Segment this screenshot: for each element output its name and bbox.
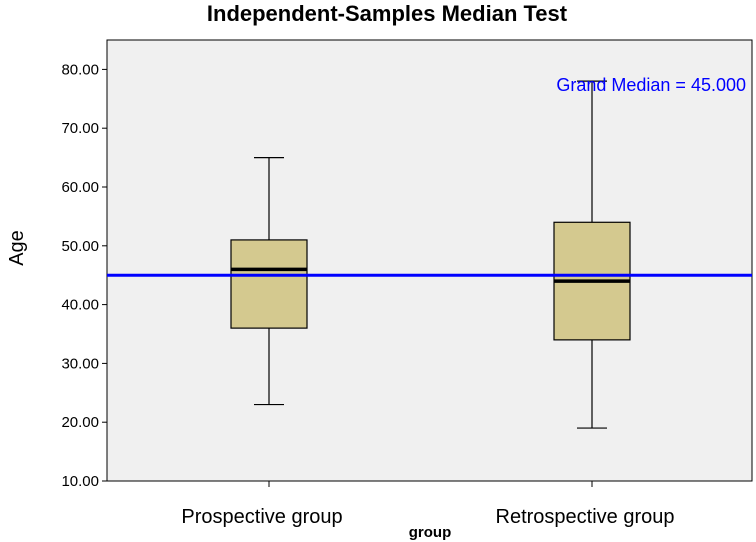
y-tick-label: 60.00 [61, 179, 99, 196]
y-tick-label: 80.00 [61, 61, 99, 78]
y-tick-label: 50.00 [61, 238, 99, 255]
x-axis: Prospective group Retrospective group [181, 481, 674, 528]
y-axis-title: Age [6, 230, 28, 266]
box-prospective [230, 157, 308, 406]
plot-area [106, 39, 753, 482]
y-axis: 10.00 20.00 30.00 40.00 50.00 60.00 70.00 80.00 [61, 61, 107, 490]
chart-title: Independent-Samples Median Test [207, 1, 568, 26]
iqr-box [230, 239, 308, 329]
box-retrospective [553, 80, 631, 429]
x-axis-title: group [409, 524, 452, 541]
boxes [230, 80, 631, 429]
y-tick-label: 30.00 [61, 355, 99, 372]
y-tick-label: 20.00 [61, 414, 99, 431]
grand-median-label: Grand Median = 45.000 [556, 75, 746, 95]
y-tick-label: 70.00 [61, 120, 99, 137]
y-tick-label: 40.00 [61, 297, 99, 314]
category-label: Prospective group [181, 506, 342, 528]
y-tick-label: 10.00 [61, 473, 99, 490]
category-label: Retrospective group [496, 506, 675, 528]
